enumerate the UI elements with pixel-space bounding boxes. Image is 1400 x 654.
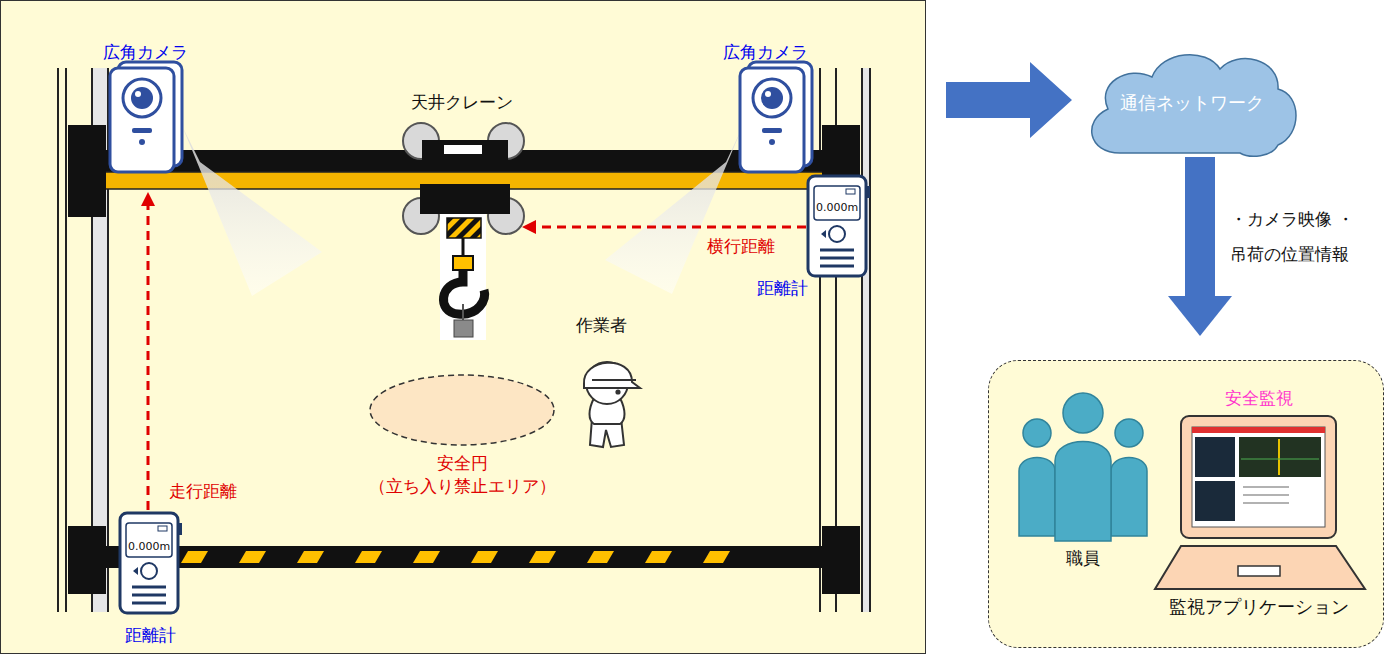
hazard-dash <box>587 551 614 563</box>
distance-meter <box>808 176 870 276</box>
end-truck <box>822 526 860 594</box>
distance-meter <box>120 513 182 613</box>
camera-view <box>183 128 322 296</box>
node-text: 職員 <box>1066 547 1100 570</box>
wide-camera <box>110 62 182 172</box>
worker-figure <box>584 362 640 447</box>
label-text: 距離計 <box>125 625 176 645</box>
trolley <box>403 123 524 340</box>
label-text: 広角カメラ <box>103 42 188 62</box>
hazard-dash <box>413 551 440 563</box>
node-text: 安全監視 <box>1225 387 1293 410</box>
flow-arrow <box>946 62 1072 138</box>
safety-circle: 安全円 （立ち入り禁止エリア） <box>350 370 578 504</box>
hazard-dash <box>471 551 498 563</box>
label-text: 0.000m <box>816 201 858 214</box>
crane-panel <box>1 1 926 654</box>
monitoring-area: 職員 安全監視監視アプリケーション <box>988 360 1384 648</box>
wide-camera <box>740 62 812 172</box>
rail-line <box>861 68 863 612</box>
node-text: 通信ネットワーク <box>1080 91 1304 115</box>
label-text: 天井クレーン <box>411 92 513 112</box>
hazard-dash <box>645 551 672 563</box>
girder <box>68 546 858 568</box>
rail-line <box>819 68 821 612</box>
hazard-dash <box>529 551 556 563</box>
hazard-dash <box>297 551 324 563</box>
label-text: 広角カメラ <box>723 42 808 62</box>
rail <box>862 68 870 612</box>
rail-line <box>57 68 59 612</box>
rail-line <box>65 68 67 612</box>
end-truck <box>68 125 106 217</box>
arrow-shaft <box>1185 157 1215 296</box>
staff-icon <box>1019 393 1147 541</box>
camera-view <box>605 128 742 294</box>
hazard-dash <box>355 551 382 563</box>
label-text: 走行距離 <box>169 481 237 501</box>
node-text: 安全円 （立ち入り禁止エリア） <box>350 452 574 498</box>
flow-arrow <box>1168 157 1232 336</box>
network-cloud: 通信ネットワーク <box>1080 45 1308 161</box>
end-truck <box>68 526 106 594</box>
edge-label: ・カメラ映像 ・吊荷の位置情報 <box>1230 202 1380 273</box>
hazard-dash <box>181 551 208 563</box>
distance-arrow <box>141 192 806 510</box>
rail-line <box>869 68 871 612</box>
laptop-icon <box>1155 416 1365 589</box>
node-text: 監視アプリケーション <box>1169 595 1349 619</box>
label-text: 作業者 <box>576 315 627 335</box>
hazard-dash <box>703 551 730 563</box>
label-text: 0.000m <box>128 540 170 553</box>
hazard-dash <box>239 551 266 563</box>
hazard-dashes <box>181 551 730 563</box>
devices <box>110 62 870 613</box>
label-text: 距離計 <box>757 278 808 298</box>
label-text: 横行距離 <box>707 236 775 256</box>
arrow-head <box>1168 296 1232 336</box>
